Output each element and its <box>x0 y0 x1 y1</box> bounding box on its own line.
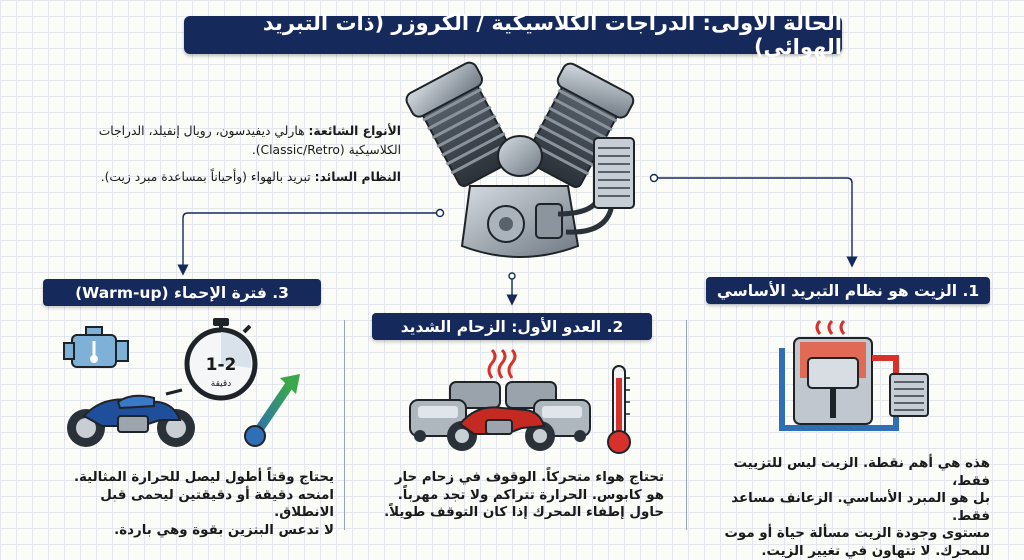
timer-unit: دقيقة <box>211 379 231 389</box>
timer-value: 1-2 <box>206 355 237 375</box>
section-1-description: هذه هي أهم نقطة. الزيت ليس للتزييت فقط، … <box>698 455 990 560</box>
section-3-line: يحتاج وقتاً أطول ليصل للحرارة المثالية. <box>44 469 334 487</box>
arrow-to-section-3 <box>183 213 440 270</box>
divider-right <box>686 320 687 530</box>
arrow-to-section-1 <box>654 178 852 262</box>
section-1-line: بل هو المبرد الأساسي. الزعانف مساعد فقط. <box>698 490 990 525</box>
v-twin-engine-icon <box>408 64 638 272</box>
section-3-line: لا تدعس البنزين بقوة وهي باردة. <box>44 522 334 540</box>
temperature-gauge-icon <box>242 372 304 448</box>
section-2-line: حاول إطفاء المحرك إذا كان التوقف طويلاً. <box>376 504 664 522</box>
motorcycle-icon <box>62 386 200 450</box>
section-3-description: يحتاج وقتاً أطول ليصل للحرارة المثالية. … <box>44 469 334 539</box>
traffic-jam-icon <box>406 356 592 456</box>
section-1-line: للمحرك. لا تتهاون في تغيير الزيت. <box>698 543 990 560</box>
section-1-line: هذه هي أهم نقطة. الزيت ليس للتزييت فقط، <box>698 455 990 490</box>
thermometer-hot-icon <box>604 364 634 456</box>
section-3-label: 3. فترة الإحماء (Warm-up) <box>43 279 321 306</box>
oil-cooler-icon <box>594 138 634 208</box>
section-2-description: تحتاج هواء متحركاً. الوقوف في زحام حار ه… <box>376 469 664 522</box>
section-1-label: 1. الزيت هو نظام التبريد الأساسي <box>706 277 990 304</box>
section-2-line: تحتاج هواء متحركاً. الوقوف في زحام حار <box>376 469 664 487</box>
section-2-label: 2. العدو الأول: الزحام الشديد <box>372 313 652 340</box>
divider-left <box>344 320 345 530</box>
piston-cooling-icon <box>772 318 940 440</box>
engine-temp-warning-icon <box>62 325 132 377</box>
section-3-line: امنحه دقيقة أو دقيقتين ليحمى قبل الانطلا… <box>44 487 334 522</box>
section-2-line: هو كابوس. الحرارة تتراكم ولا تجد مهرباً. <box>376 487 664 505</box>
section-1-line: مستوى وجودة الزيت مسألة حياة أو موت <box>698 525 990 543</box>
